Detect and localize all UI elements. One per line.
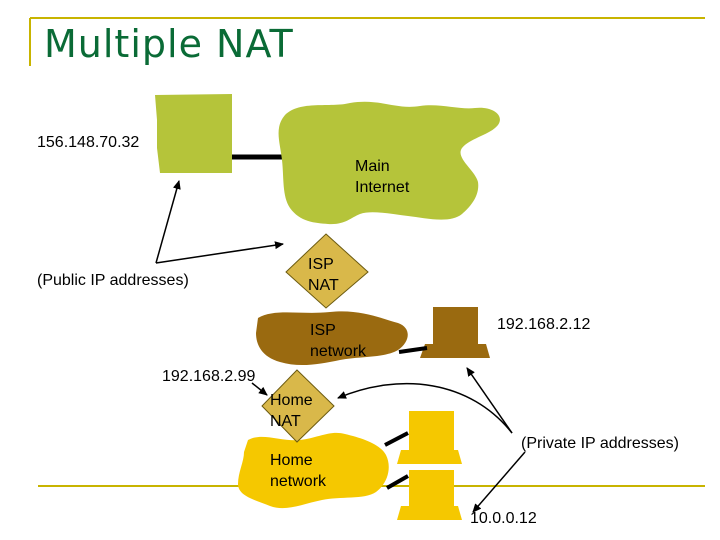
public-host-ip-label: 156.148.70.32: [37, 134, 140, 151]
home-host-1-base: [397, 450, 462, 464]
home-nat-label: Home NAT: [270, 392, 313, 430]
home-host-1-link: [384, 431, 409, 447]
home-host-2-base: [397, 506, 462, 520]
home-nat-diamond: [261, 369, 335, 443]
public-ip-arrow-to-isp-nat: [155, 241, 284, 264]
main-internet-label: Main Internet: [355, 158, 410, 196]
isp-host-ip-label: 192.168.2.12: [497, 316, 591, 333]
private-ip-arrow-to-home-nat: [337, 382, 513, 434]
home-network-cloud: [238, 432, 389, 509]
home-host-2-link: [386, 474, 409, 490]
public-host-node: [155, 94, 232, 173]
main-internet-cloud: [278, 101, 500, 225]
home-host-1-monitor: [409, 411, 454, 450]
home-nat-ip-arrow: [251, 382, 268, 396]
isp-host-base: [420, 344, 490, 358]
home-nat-ip-label: 192.168.2.99: [162, 368, 256, 385]
home-host-ip-label: 10.0.0.12: [470, 510, 537, 527]
public-ip-arrow-to-host: [155, 180, 181, 264]
home-network-label: Home network: [270, 452, 327, 490]
isp-nat-label: ISP NAT: [308, 256, 339, 294]
private-ip-arrow-to-isp-host: [466, 367, 513, 434]
isp-host-link: [398, 346, 428, 354]
slide-title: Multiple NAT: [44, 22, 294, 66]
private-ip-arrow-to-home-host: [472, 451, 526, 513]
isp-host-monitor: [433, 307, 478, 344]
private-ip-addresses-label: (Private IP addresses): [521, 435, 679, 452]
isp-nat-diamond: [285, 233, 369, 309]
isp-network-label: ISP network: [310, 322, 367, 360]
public-ip-addresses-label: (Public IP addresses): [37, 272, 189, 289]
home-host-2-monitor: [409, 470, 454, 506]
isp-network-cloud: [256, 311, 408, 366]
